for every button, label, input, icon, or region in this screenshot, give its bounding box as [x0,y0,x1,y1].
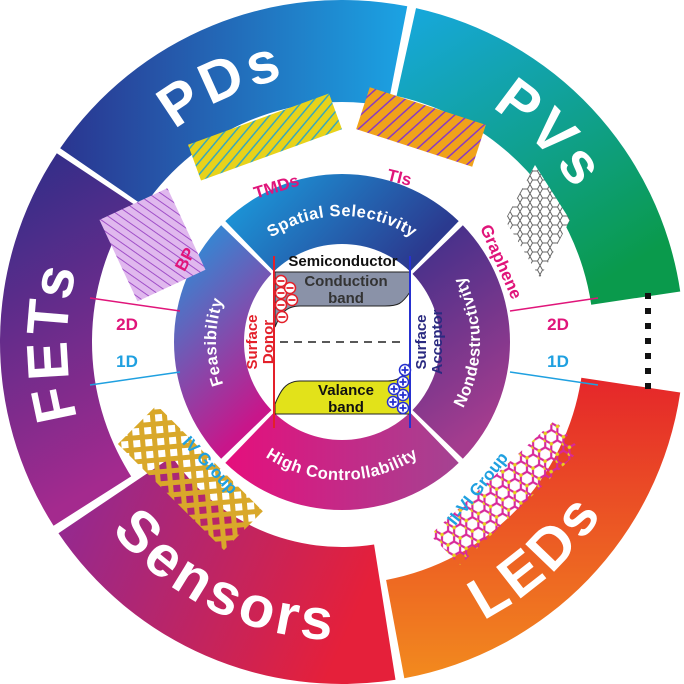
left-2d-label: 2D [116,315,138,334]
app-segment-pds [60,0,408,207]
surface-donor-label-2: Donor [260,320,277,364]
right-1d-label: 1D [547,352,569,371]
holes [386,363,412,415]
plus-icon [401,366,409,374]
app-segment-leds [386,377,681,679]
plus-icon [399,391,407,399]
features-ring: Spatial SelectivityNondestructivityHigh … [174,174,510,510]
surface-donor-label-1: Surface [244,314,261,369]
plus-icon [390,385,398,393]
conduction-band-label-2: band [328,290,364,307]
valence-band-label-2: band [328,399,364,416]
left-2d-divider [89,297,181,312]
iv-group-structure [117,405,263,551]
graphene-structure [505,165,570,278]
left-1d-label: 1D [116,352,138,371]
valence-band-label-1: Valance [318,382,374,399]
right-2d-label: 2D [547,315,569,334]
left-1d-divider [89,371,181,386]
band-diagram: Semiconductor Conduction band Valance ba… [244,253,446,428]
right-1d-divider [509,371,599,386]
ii-vi-group-structure [430,420,580,565]
app-segment-pvs [396,8,681,305]
surface-acceptor-label-2: Acceptor [429,309,446,374]
tis-structure [356,87,486,167]
app-segment-sensors [58,456,396,684]
app-label-fets: FETs [14,255,89,429]
plus-icon [389,398,397,406]
plus-icon [399,404,407,412]
conduction-band-label-1: Conduction [304,273,387,290]
tmds-structure [188,93,342,181]
plus-icon [399,378,407,386]
feat-segment-feasibility [174,225,272,459]
feat-segment-nondestructivity [412,225,510,459]
electrons [274,274,299,324]
feat-segment-spatial-selectivity [225,174,459,272]
semiconductor-label: Semiconductor [288,253,397,270]
app-segment-fets [0,153,134,526]
surface-acceptor-label-1: Surface [413,314,430,369]
bp-structure [99,188,206,302]
feat-segment-high-controllability [225,412,459,510]
right-2d-divider [509,297,599,312]
